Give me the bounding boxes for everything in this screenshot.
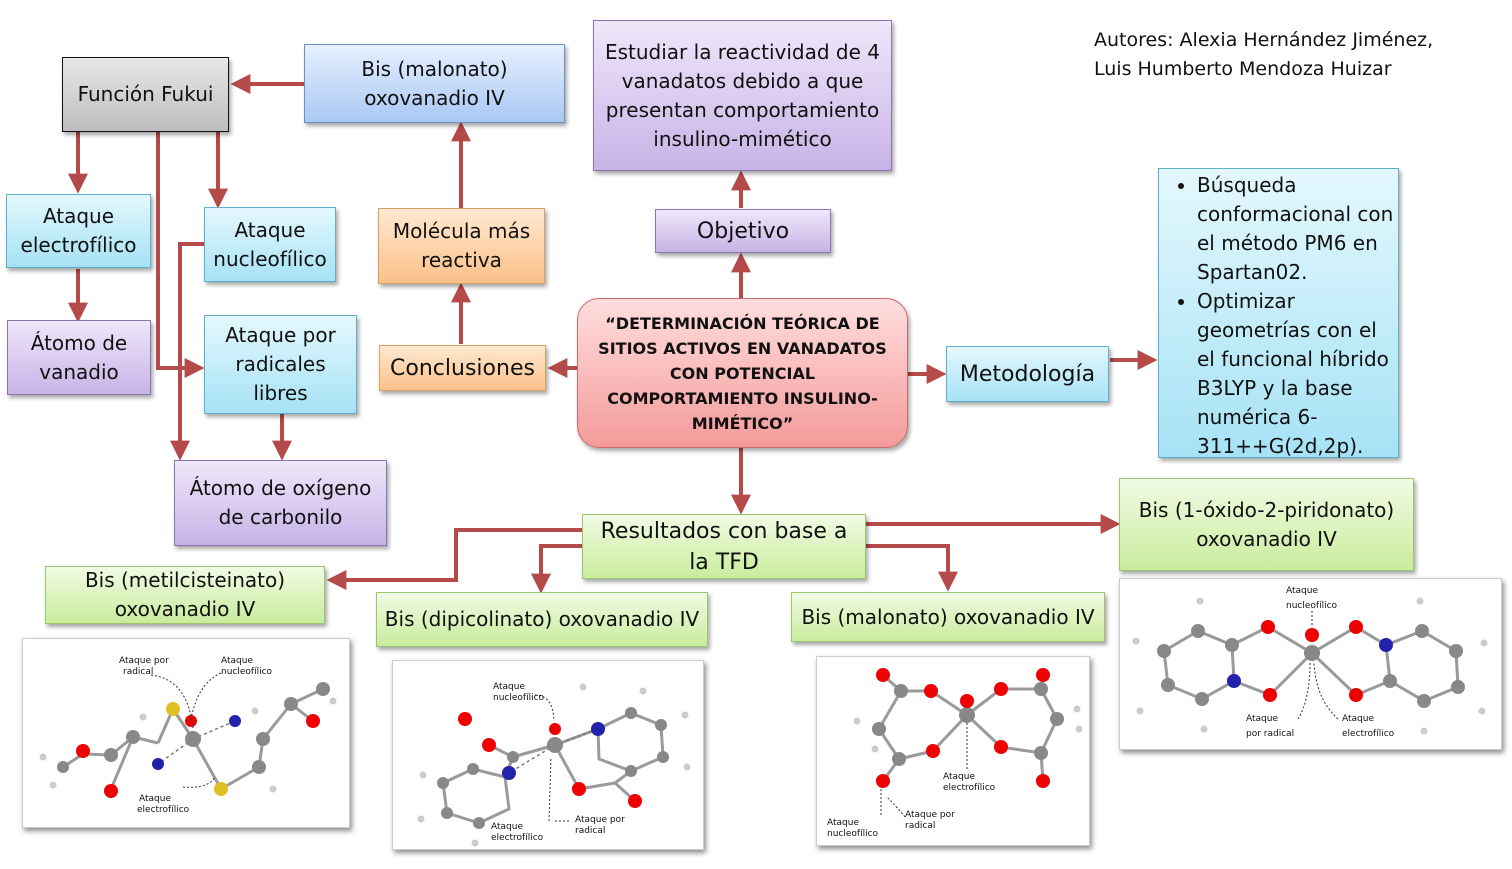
bis-piridonato-label: Bis (1-óxido-2-piridonato) oxovanadio IV bbox=[1138, 497, 1395, 551]
conclusiones-label: Conclusiones bbox=[390, 355, 535, 381]
molecule-piridonato-image: Ataque nucleofílico Ataque por radical A… bbox=[1119, 578, 1502, 750]
mol1-label-ataque-2: Ataque bbox=[139, 794, 171, 804]
mol4-label-ataque-2: Ataque bbox=[1246, 714, 1278, 724]
main-title-text: “DETERMINACIÓN TEÓRICA DE SITIOS ACTIVOS… bbox=[598, 313, 887, 433]
arrow-resultados-to-metilcisteinato bbox=[326, 528, 582, 590]
resultados-node: Resultados con base a la TFD bbox=[582, 514, 866, 579]
mol4-label-electrofilico: electrofílico bbox=[1342, 729, 1395, 739]
mol2-label-ataque-por: Ataque por bbox=[575, 815, 625, 825]
authors-line-1: Autores: Alexia Hernández Jiménez, bbox=[1094, 29, 1434, 51]
mol2-label-nucleofilico: nucleofílico bbox=[493, 693, 545, 703]
atomo-vanadio-node: Átomo de vanadio bbox=[7, 320, 151, 395]
mol3-label-radical: radical bbox=[905, 821, 935, 831]
atomo-oxigeno-label: Átomo de oxígeno de carbonilo bbox=[189, 476, 372, 529]
metodologia-list-node: Búsqueda conformacional con el método PM… bbox=[1158, 168, 1399, 458]
metodologia-label: Metodología bbox=[959, 361, 1096, 387]
main-title-node: “DETERMINACIÓN TEÓRICA DE SITIOS ACTIVOS… bbox=[577, 298, 908, 448]
objetivo-node: Objetivo bbox=[655, 209, 831, 253]
mol3-label-ataque-2: Ataque bbox=[827, 818, 859, 828]
mol3-label-ataque-por: Ataque por bbox=[905, 810, 955, 820]
objetivo-label: Objetivo bbox=[696, 218, 790, 244]
mol2-label-electrofilico: electrofílico bbox=[491, 833, 544, 843]
authors-line-2: Luis Humberto Mendoza Huizar bbox=[1094, 58, 1392, 80]
ataque-electrofilico-node: Ataque electrofílico bbox=[6, 194, 151, 268]
objetivo-text: Estudiar la reactividad de 4 vanadatos d… bbox=[604, 39, 881, 151]
mol1-label-radical: radical bbox=[123, 667, 153, 677]
bis-dipicolinato-label: Bis (dipicolinato) oxovanadio IV bbox=[384, 607, 700, 631]
atomo-vanadio-label: Átomo de vanadio bbox=[30, 330, 128, 384]
molecule-malonato-image: Ataque electrofílico Ataque por radical … bbox=[816, 656, 1090, 846]
atomo-oxigeno-node: Átomo de oxígeno de carbonilo bbox=[174, 460, 387, 546]
ataque-nucleofilico-label: Ataque nucleofílico bbox=[213, 217, 327, 271]
ataque-radicales-node: Ataque por radicales libres bbox=[204, 315, 357, 414]
mol1-label-ataque-por: Ataque por bbox=[119, 656, 169, 666]
funcion-fukui-label: Función Fukui bbox=[77, 82, 214, 106]
mol3-label-ataque: Ataque bbox=[943, 772, 975, 782]
mol2-label-ataque: Ataque bbox=[493, 682, 525, 692]
resultados-label: Resultados con base a la TFD bbox=[600, 518, 848, 575]
bis-malonato-bottom-label: Bis (malonato) oxovanadio IV bbox=[801, 604, 1095, 629]
molecula-reactiva-label: Molécula más reactiva bbox=[392, 219, 531, 272]
conclusiones-node: Conclusiones bbox=[379, 345, 546, 391]
mol1-label-electrofilico: electrofílico bbox=[137, 805, 190, 815]
molecule-dipicolinato-image: Ataque nucleofílico Ataque electrofílico… bbox=[392, 660, 704, 850]
arrow-fukui-to-radicales bbox=[156, 132, 205, 378]
mol2-label-ataque-2: Ataque bbox=[491, 822, 523, 832]
bis-metilcisteinato-label: Bis (metilcisteinato) oxovanadio IV bbox=[84, 568, 286, 621]
mol2-label-radical: radical bbox=[575, 826, 605, 836]
arrow-nucleofilico-to-oxigeno bbox=[170, 242, 204, 461]
arrow-resultados-to-dipicolinato bbox=[531, 544, 582, 594]
bis-dipicolinato-node: Bis (dipicolinato) oxovanadio IV bbox=[376, 592, 708, 647]
arrow-resultados-to-malonato bbox=[866, 544, 958, 592]
bis-piridonato-node: Bis (1-óxido-2-piridonato) oxovanadio IV bbox=[1119, 478, 1414, 571]
ataque-nucleofilico-node: Ataque nucleofílico bbox=[204, 207, 336, 282]
mol4-label-ataque: Ataque bbox=[1286, 586, 1318, 596]
bis-malonato-top-node: Bis (malonato) oxovanadio IV bbox=[304, 44, 565, 123]
authors-block: Autores: Alexia Hernández Jiménez, Luis … bbox=[1094, 26, 1433, 84]
ataque-electrofilico-label: Ataque electrofílico bbox=[20, 204, 137, 257]
molecule-metilcisteinato-image: Ataque por radical Ataque nucleofílico A… bbox=[22, 638, 350, 828]
mol3-label-nucleofilico: nucleofílico bbox=[827, 829, 879, 839]
mol1-label-nucleofilico: nucleofílico bbox=[221, 667, 273, 677]
mol4-label-ataque-3: Ataque bbox=[1342, 714, 1374, 724]
mol1-label-ataque: Ataque bbox=[221, 656, 253, 666]
funcion-fukui-node: Función Fukui bbox=[62, 57, 229, 132]
mol4-label-nucleofilico: nucleofílico bbox=[1286, 601, 1338, 611]
mol4-label-por-radical: por radical bbox=[1246, 729, 1294, 739]
mol3-label-electrofilico: electrofílico bbox=[943, 783, 996, 793]
bis-malonato-top-label: Bis (malonato) oxovanadio IV bbox=[361, 56, 508, 110]
metodologia-item: Búsqueda conformacional con el método PM… bbox=[1197, 171, 1394, 287]
bis-metilcisteinato-node: Bis (metilcisteinato) oxovanadio IV bbox=[45, 566, 325, 624]
metodologia-node: Metodología bbox=[946, 346, 1109, 402]
objetivo-text-node: Estudiar la reactividad de 4 vanadatos d… bbox=[593, 20, 892, 171]
bis-malonato-bottom-node: Bis (malonato) oxovanadio IV bbox=[791, 592, 1105, 642]
molecula-reactiva-node: Molécula más reactiva bbox=[378, 208, 545, 284]
metodologia-item: Optimizar geometrías con el el funcional… bbox=[1197, 287, 1394, 461]
ataque-radicales-label: Ataque por radicales libres bbox=[225, 323, 336, 405]
